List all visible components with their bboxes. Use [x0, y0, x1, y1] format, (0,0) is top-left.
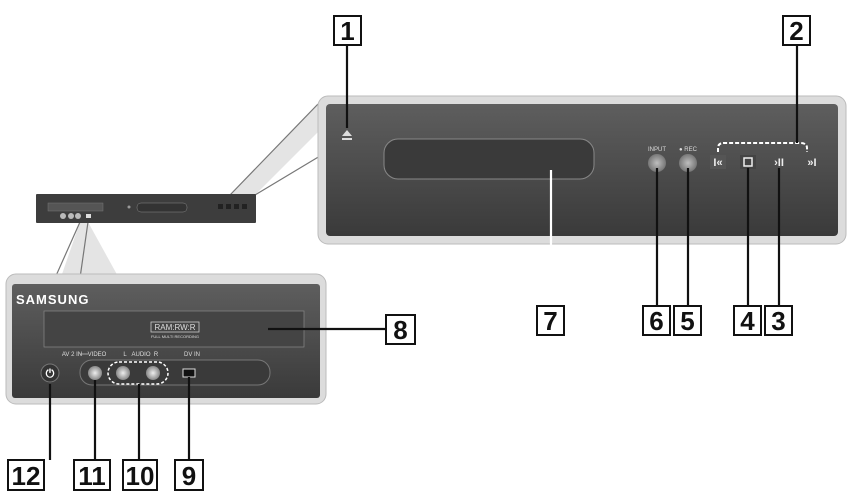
svg-text:4: 4: [740, 306, 755, 336]
rec-label: ● REC: [679, 147, 698, 153]
callout-8: 8: [385, 314, 416, 345]
power-button[interactable]: [40, 363, 60, 383]
skip-back-icon[interactable]: I«: [713, 157, 722, 169]
svg-text:12: 12: [12, 461, 41, 491]
dv-in-label: DV IN: [184, 352, 200, 358]
svg-text:3: 3: [771, 306, 785, 336]
video-label: VIDEO: [88, 352, 107, 358]
av2in-label: AV 2 IN: [62, 352, 82, 358]
svg-text:5: 5: [680, 306, 694, 336]
callout-5: 5: [673, 305, 702, 336]
dv-in-port: [182, 368, 196, 378]
input-button[interactable]: [648, 154, 666, 172]
zoom-connector-bottom: [60, 222, 120, 280]
disc-logo-sub: FULL MULTI RECORDING: [151, 334, 199, 339]
samsung-logo: SAMSUNG: [16, 292, 89, 307]
svg-text:7: 7: [543, 306, 557, 336]
play-pause-icon[interactable]: ›II: [774, 157, 784, 169]
callout-6: 6: [642, 305, 671, 336]
bottom-panel-zoom: SAMSUNG RAM:RW:R FULL MULTI RECORDING AV…: [5, 273, 327, 405]
input-label: INPUT: [648, 147, 666, 153]
rec-button[interactable]: [679, 154, 697, 172]
audio-r-label: R: [154, 352, 159, 358]
stop-icon[interactable]: [743, 157, 753, 167]
power-icon: ⏻: [46, 367, 55, 380]
disc-tray: [383, 138, 595, 180]
callout-11: 11: [73, 459, 111, 491]
svg-text:1: 1: [340, 16, 354, 46]
audio-r-jack: [146, 366, 160, 380]
svg-text:2: 2: [789, 16, 803, 46]
callout-2: 2: [782, 15, 811, 46]
audio-l-jack: [116, 366, 130, 380]
svg-text:9: 9: [182, 461, 196, 491]
callout-9: 9: [174, 459, 204, 491]
callout-12: 12: [7, 459, 45, 491]
svg-text:8: 8: [393, 315, 407, 345]
eject-icon: [342, 130, 352, 140]
zoom-connector-top: [230, 104, 330, 195]
audio-label: AUDIO: [131, 352, 150, 358]
skip-buttons-bracket: [717, 142, 808, 152]
svg-text:11: 11: [78, 461, 106, 491]
callout-4: 4: [733, 305, 762, 336]
disc-logo: RAM:RW:R: [154, 323, 195, 332]
leader-lines: [48, 44, 799, 460]
top-panel-zoom: INPUT ● REC I« ›II »I: [317, 95, 847, 245]
callout-1: 1: [333, 15, 362, 46]
callout-7: 7: [536, 305, 565, 336]
skip-forward-icon[interactable]: »I: [807, 157, 816, 169]
svg-text:6: 6: [649, 306, 663, 336]
callout-10: 10: [122, 459, 158, 491]
device-overview: [36, 194, 256, 223]
video-jack: [88, 366, 102, 380]
audio-l-label: L: [123, 352, 127, 358]
svg-text:10: 10: [126, 461, 155, 491]
callout-3: 3: [764, 305, 793, 336]
